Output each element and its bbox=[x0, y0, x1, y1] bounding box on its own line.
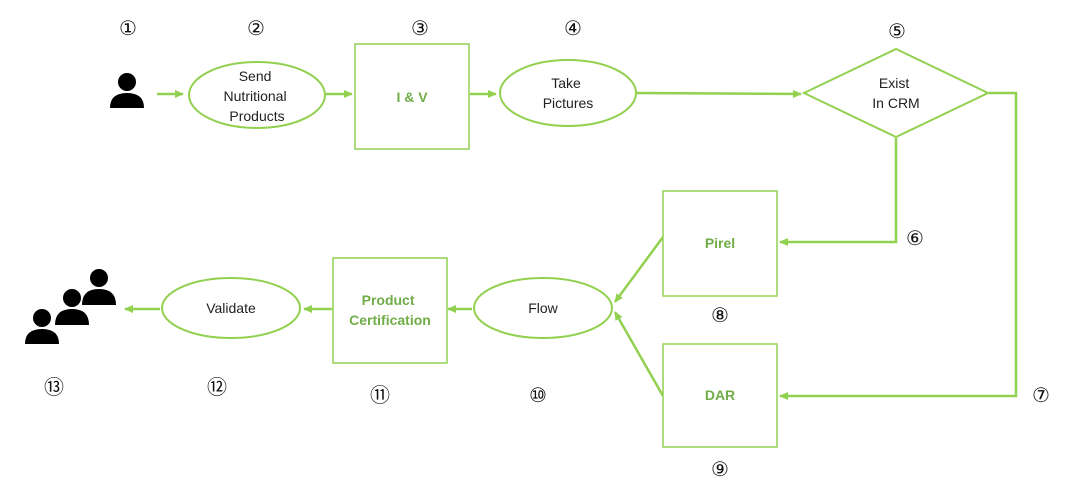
node-iv-label: I & V bbox=[396, 89, 428, 105]
person-icon bbox=[110, 73, 144, 108]
node-pirel: Pirel bbox=[662, 190, 778, 297]
node-send-nutritional-products: Send Nutritional Products bbox=[188, 61, 326, 129]
node-dar: DAR bbox=[662, 343, 778, 448]
step-number-7: ⑦ bbox=[1032, 383, 1050, 407]
node-validate: Validate bbox=[161, 277, 301, 339]
svg-text:Take Pictures: Take Pictures bbox=[543, 75, 594, 111]
step-number-10: ⑩ bbox=[529, 383, 547, 407]
node-cert-line-1: Product bbox=[362, 292, 415, 308]
step-number-9: ⑨ bbox=[711, 457, 729, 481]
arrow-pirel-to-flow bbox=[613, 236, 665, 303]
node-exist-line-2: In CRM bbox=[872, 95, 919, 111]
node-take-pictures: Take Pictures bbox=[499, 59, 637, 127]
node-pirel-label: Pirel bbox=[705, 235, 735, 251]
step-number-4: ④ bbox=[564, 16, 582, 40]
step-number-13: ⑬ bbox=[44, 375, 64, 399]
step-number-5: ⑤ bbox=[888, 19, 906, 43]
group-of-people-icon bbox=[25, 269, 116, 344]
step-number-1: ① bbox=[119, 16, 137, 40]
step-number-8: ⑧ bbox=[711, 303, 729, 327]
node-take-line-2: Pictures bbox=[543, 95, 594, 111]
arrow-dar-to-flow bbox=[613, 311, 665, 397]
step-number-11: ⑪ bbox=[370, 383, 390, 407]
svg-text:Exist In CRM: Exist In CRM bbox=[872, 75, 919, 111]
step-number-2: ② bbox=[247, 16, 265, 40]
node-flow-label: Flow bbox=[528, 300, 558, 316]
node-product-certification: Product Certification bbox=[332, 257, 448, 364]
node-i-and-v: I & V bbox=[354, 43, 470, 150]
node-send-line-1: Send bbox=[239, 68, 272, 84]
svg-text:Send Nutritional P: Send Nutritional Products bbox=[224, 68, 291, 124]
node-dar-label: DAR bbox=[705, 387, 735, 403]
step-number-12: ⑫ bbox=[207, 375, 227, 399]
node-send-line-3: Products bbox=[229, 108, 284, 124]
node-send-line-2: Nutritional bbox=[224, 88, 287, 104]
svg-text:Product Certification: Product Certification bbox=[349, 292, 431, 328]
node-validate-label: Validate bbox=[206, 300, 256, 316]
node-exist-in-crm: Exist In CRM bbox=[801, 47, 991, 139]
step-number-3: ③ bbox=[411, 16, 429, 40]
step-number-6: ⑥ bbox=[906, 226, 924, 250]
arrow-exist-to-dar bbox=[779, 91, 1018, 400]
node-exist-line-1: Exist bbox=[879, 75, 909, 91]
arrow-take-to-exist bbox=[636, 89, 802, 98]
node-cert-line-2: Certification bbox=[349, 312, 431, 328]
arrow-exist-to-pirel bbox=[779, 138, 898, 246]
node-flow: Flow bbox=[473, 277, 613, 339]
node-take-line-1: Take bbox=[551, 75, 581, 91]
connectors bbox=[124, 89, 1018, 400]
